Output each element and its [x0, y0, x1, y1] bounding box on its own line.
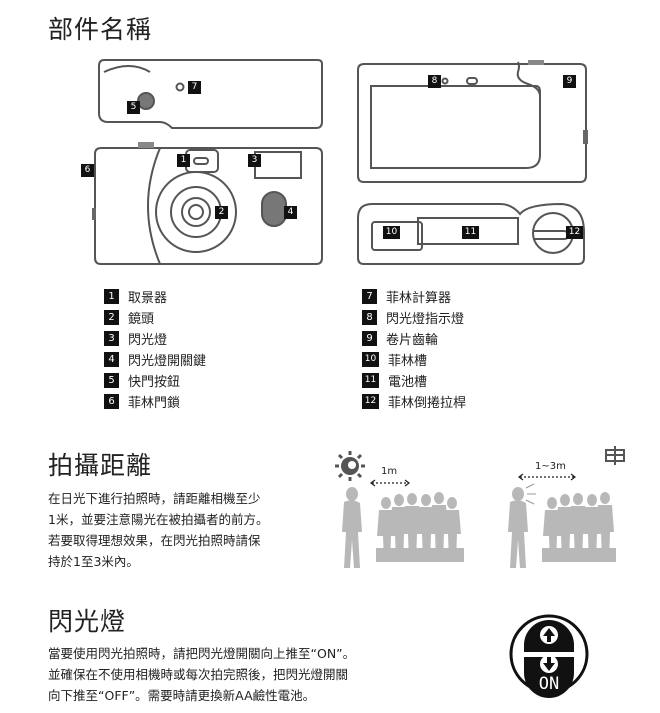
flash-switch-on-label: ON: [538, 674, 560, 694]
distance-label-1-3m: 1~3m: [535, 461, 566, 472]
callout-3: 3: [248, 154, 261, 167]
flash-title: 閃光燈: [48, 607, 127, 636]
callout-8: 8: [428, 75, 441, 88]
callout-9: 9: [563, 75, 576, 88]
callout-5: 5: [127, 101, 140, 114]
parts-title: 部件名稱: [48, 15, 153, 44]
flash-text: 當要使用閃光拍照時，請把閃光燈開關向上推至“ON”。 並確保在不使用相機時或每次…: [48, 646, 356, 703]
callout-1: 1: [177, 154, 190, 167]
sun-icon: [335, 451, 365, 481]
flash-icon: [605, 446, 625, 465]
distance-title: 拍攝距離: [48, 451, 153, 480]
callout-10: 10: [383, 226, 400, 239]
callout-2: 2: [215, 206, 228, 219]
callout-12: 12: [566, 226, 583, 239]
callout-6: 6: [81, 164, 94, 177]
callout-11: 11: [462, 226, 479, 239]
callout-4: 4: [284, 206, 297, 219]
distance-text: 在日光下進行拍照時，請距離相機至少 1米，並要注意陽光在被拍攝者的前方。 若要取…: [48, 491, 269, 569]
distance-label-1m: 1m: [381, 466, 398, 477]
callout-7: 7: [188, 81, 201, 94]
